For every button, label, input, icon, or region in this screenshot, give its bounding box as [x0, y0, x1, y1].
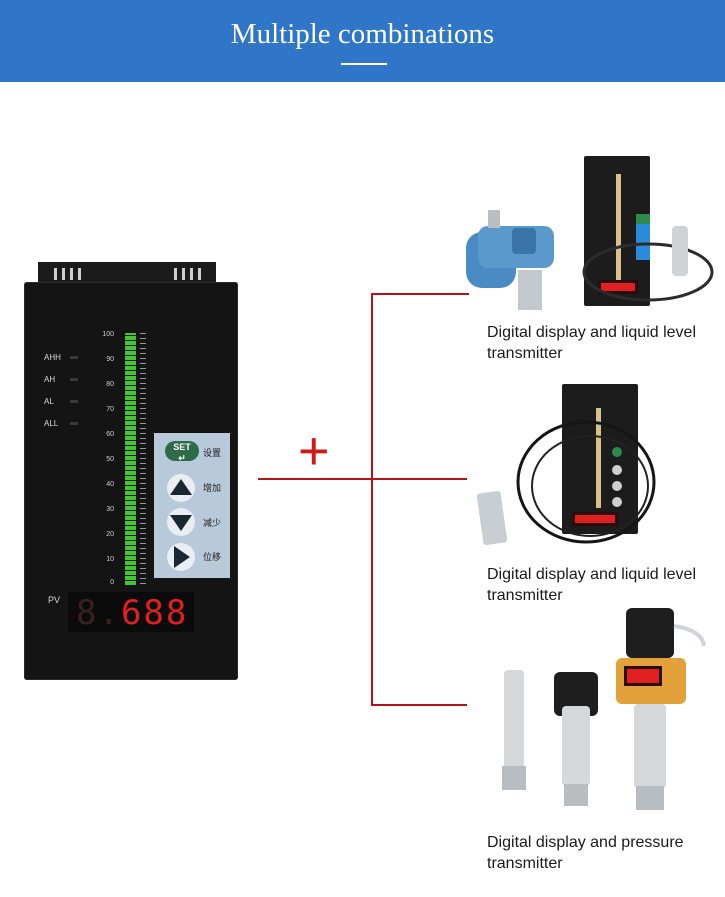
- display-dim-digit: 8.: [76, 593, 121, 633]
- vent-slot: [78, 268, 81, 280]
- scale-tick-label: 0: [110, 579, 114, 586]
- controller-housing-top: [38, 262, 216, 284]
- header-banner: Multiple combinations: [0, 0, 725, 82]
- triangle-up-icon: [170, 479, 192, 495]
- scale-tick-label: 20: [106, 531, 114, 538]
- alarm-led: [70, 400, 78, 403]
- connector-line-branch-3: [371, 704, 467, 706]
- product-caption-line: transmitter: [487, 345, 563, 362]
- pv-display: [68, 592, 194, 632]
- pv-label: PV: [48, 595, 61, 605]
- scale-tick-label: 30: [106, 506, 114, 513]
- shift-button[interactable]: [167, 543, 195, 571]
- down-key-label: 减少: [203, 518, 222, 528]
- connector-line-branch-1: [371, 293, 469, 295]
- alarm-led: [70, 422, 78, 425]
- scale-tick-label: 80: [106, 381, 114, 388]
- vent-slot: [70, 268, 73, 280]
- scale-tick-label: 90: [106, 356, 114, 363]
- set-button[interactable]: SET ↵: [165, 441, 199, 463]
- alarm-label-all: ALL: [44, 419, 59, 428]
- scale-tick-label: 10: [106, 556, 114, 563]
- scale-tick-label: 100: [102, 331, 114, 338]
- triangle-down-icon: [170, 515, 192, 531]
- scale-tick-label: 60: [106, 431, 114, 438]
- page-title: Multiple combinations: [230, 18, 495, 50]
- connector-line-horizontal: [258, 478, 372, 480]
- vent-slot: [198, 268, 201, 280]
- alarm-label-al: AL: [44, 397, 54, 406]
- vent-slot: [62, 268, 65, 280]
- scale-tick-label: 40: [106, 481, 114, 488]
- product-caption: Digital display and liquid level transmi…: [487, 322, 696, 364]
- alarm-label-ah: AH: [44, 375, 56, 384]
- pv-display-digits: 8.688: [76, 593, 188, 633]
- connector-line-vertical: [371, 293, 373, 706]
- level-bar-fill: [125, 333, 136, 585]
- product-caption-line: transmitter: [487, 587, 563, 604]
- pressure-transmitter-set-icon: [502, 608, 706, 810]
- product-caption-line: Digital display and liquid level: [487, 566, 697, 583]
- shift-key-label: 位移: [203, 552, 222, 562]
- product-caption: Digital display and pressure transmitter: [487, 832, 684, 874]
- vent-slot: [54, 268, 57, 280]
- product-caption-line: Digital display and pressure: [487, 834, 684, 851]
- product-caption: Digital display and liquid level transmi…: [487, 564, 696, 606]
- level-bar-track: [125, 333, 136, 585]
- connector-line-branch-2: [371, 478, 467, 480]
- scale-tick-label: 70: [106, 406, 114, 413]
- down-button[interactable]: [167, 508, 195, 536]
- plus-sign: +: [298, 421, 330, 481]
- enter-icon: ↵: [178, 453, 186, 463]
- up-button[interactable]: [167, 474, 195, 502]
- vent-slot: [190, 268, 193, 280]
- set-button-label: SET: [173, 442, 191, 452]
- scale-tick-label: 50: [106, 456, 114, 463]
- alarm-label-ahh: AHH: [44, 353, 61, 362]
- product-caption-line: Digital display and liquid level: [487, 324, 697, 341]
- display-value: 688: [120, 593, 189, 633]
- up-key-label: 增加: [203, 483, 222, 493]
- alarm-led: [70, 356, 78, 359]
- scale-graduations: [140, 333, 146, 585]
- title-underline: [341, 63, 387, 65]
- alarm-led: [70, 378, 78, 381]
- set-key-label: 设置: [203, 448, 222, 458]
- triangle-right-icon: [174, 546, 190, 568]
- vent-slot: [174, 268, 177, 280]
- liquid-level-transmitter-set-icon: [466, 156, 714, 310]
- submersible-level-sensor-set-icon: [476, 384, 656, 546]
- vent-slot: [182, 268, 185, 280]
- product-caption-line: transmitter: [487, 855, 563, 872]
